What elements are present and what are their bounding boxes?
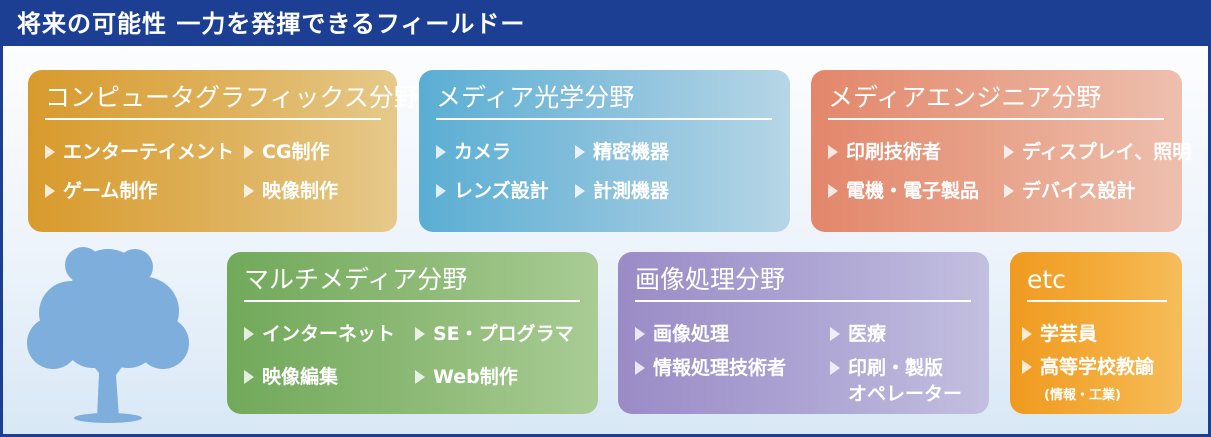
field-item: SE・プログラマ: [415, 322, 574, 346]
title-rule: [635, 300, 971, 302]
arrow-icon: [828, 184, 838, 198]
field-item: 情報処理技術者: [635, 356, 786, 380]
field-item: 印刷技術者: [828, 140, 941, 164]
arrow-icon: [575, 145, 585, 159]
title-rule: [828, 118, 1164, 120]
field-item: カメラ: [436, 140, 511, 164]
arrow-icon: [244, 145, 254, 159]
card-media-engineer: メディアエンジニア分野 印刷技術者 ディスプレイ、照明 電機・電子製品 デバイス…: [811, 70, 1191, 232]
arrow-icon: [1022, 360, 1032, 374]
field-item: レンズ設計: [436, 179, 549, 203]
field-item: 印刷・製版: [830, 356, 943, 380]
title-rule: [45, 118, 381, 120]
field-item: ディスプレイ、照明: [1004, 140, 1191, 164]
card-multimedia: マルチメディア分野 インターネット SE・プログラマ 映像編集 Web制作: [227, 252, 598, 414]
field-item: 学芸員: [1022, 322, 1097, 346]
arrow-icon: [1004, 184, 1014, 198]
arrow-icon: [45, 184, 55, 198]
field-item: CG制作: [244, 140, 330, 164]
arrow-icon: [830, 361, 840, 375]
card-title: マルチメディア分野: [244, 265, 468, 294]
card-title: etc: [1027, 265, 1066, 294]
field-item: インターネット: [244, 322, 395, 346]
field-item: 電機・電子製品: [828, 179, 979, 203]
arrow-icon: [415, 370, 425, 384]
field-item: 画像処理: [635, 322, 729, 346]
arrow-icon: [1004, 145, 1014, 159]
card-media-optics: メディア光学分野 カメラ 精密機器 レンズ設計 計測機器: [419, 70, 790, 232]
field-item: エンターテイメント: [45, 140, 234, 164]
field-item: 計測機器: [575, 179, 669, 203]
tree-illustration: [27, 247, 189, 423]
field-item: 映像編集: [244, 365, 338, 389]
card-image-processing: 画像処理分野 画像処理 医療 情報処理技術者 印刷・製版 オペレーター: [618, 252, 989, 414]
arrow-icon: [830, 327, 840, 341]
arrow-icon: [45, 145, 55, 159]
field-item: Web制作: [415, 365, 518, 389]
arrow-icon: [635, 361, 645, 375]
arrow-icon: [1022, 327, 1032, 341]
field-item: 医療: [830, 322, 886, 346]
arrow-icon: [575, 184, 585, 198]
arrow-icon: [244, 327, 254, 341]
title-rule: [436, 118, 772, 120]
title-rule: [1027, 300, 1167, 302]
card-computer-graphics: コンピュータグラフィックス分野 エンターテイメント CG制作 ゲーム制作 映像制…: [28, 70, 419, 232]
field-note: (情報・工業): [1044, 388, 1121, 403]
page-title: 将来の可能性 一力を発揮できるフィールドー: [17, 10, 526, 38]
arrow-icon: [244, 184, 254, 198]
arrow-icon: [436, 145, 446, 159]
title-rule: [244, 300, 580, 302]
card-title: メディアエンジニア分野: [828, 83, 1102, 112]
card-title: コンピュータグラフィックス分野: [45, 83, 419, 112]
field-item: ゲーム制作: [45, 179, 157, 203]
arrow-icon: [244, 370, 254, 384]
card-title: メディア光学分野: [436, 83, 635, 112]
field-item: 高等学校教諭: [1022, 355, 1154, 379]
field-item: デバイス設計: [1004, 179, 1135, 203]
header-bar: 将来の可能性 一力を発揮できるフィールドー: [3, 3, 1208, 46]
arrow-icon: [635, 327, 645, 341]
field-item: 精密機器: [575, 140, 669, 164]
field-item-continued: オペレーター: [848, 383, 963, 405]
arrow-icon: [436, 184, 446, 198]
arrow-icon: [828, 145, 838, 159]
field-item: 映像制作: [244, 179, 338, 203]
card-etc: etc 学芸員 高等学校教諭 (情報・工業): [1010, 252, 1182, 414]
arrow-icon: [415, 327, 425, 341]
card-title: 画像処理分野: [635, 265, 786, 294]
